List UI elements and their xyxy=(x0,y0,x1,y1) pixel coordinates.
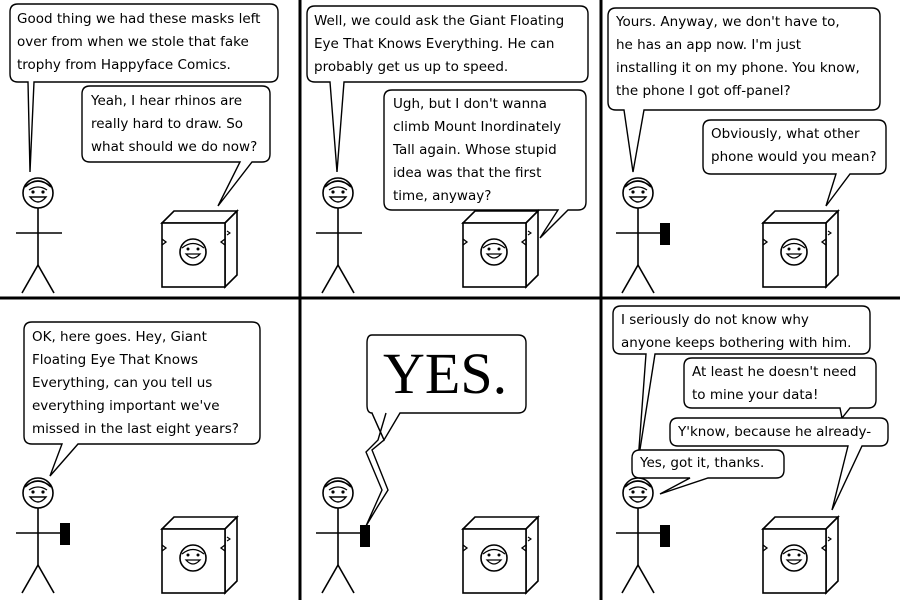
dialogue-text: OK, here goes. Hey, Giant Floating Eye T… xyxy=(32,329,239,437)
stick-figure xyxy=(615,477,663,594)
box-character xyxy=(462,516,539,594)
phone xyxy=(660,223,670,245)
speech-bubble xyxy=(631,449,785,495)
dialogue-text: Yes, got it, thanks. xyxy=(640,455,765,471)
speech-bubble xyxy=(9,3,279,173)
speech-bubble xyxy=(383,89,587,239)
phone xyxy=(360,525,370,547)
dialogue-text: At least he doesn't need to mine your da… xyxy=(692,364,857,403)
speech-bubble xyxy=(81,85,271,207)
panel-6 xyxy=(612,305,889,594)
box-character xyxy=(161,210,238,288)
box-character xyxy=(762,210,839,288)
dialogue-text: Ugh, but I don't wanna climb Mount Inord… xyxy=(393,96,562,204)
dialogue-text: Yours. Anyway, we don't have to, he has … xyxy=(616,14,860,99)
dialogue-text: Good thing we had these masks left over … xyxy=(17,11,261,73)
dialogue-text: Y'know, because he already- xyxy=(678,424,872,440)
panel-1 xyxy=(9,3,279,294)
stick-figure xyxy=(315,477,363,594)
speech-bubble xyxy=(607,7,881,173)
speech-bubble xyxy=(366,334,527,442)
box-character xyxy=(161,516,238,594)
speech-bubble xyxy=(612,305,871,463)
giant-eye-reply: YES. xyxy=(383,341,508,406)
dialogue-text: I seriously do not know why anyone keeps… xyxy=(621,312,852,351)
phone xyxy=(660,525,670,547)
speech-bubble xyxy=(669,417,889,511)
stick-figure xyxy=(15,177,63,294)
speech-bubble xyxy=(683,357,877,420)
dialogue-text: Obviously, what other phone would you me… xyxy=(711,126,877,165)
speech-bubble xyxy=(306,5,589,173)
stick-figure xyxy=(315,177,363,294)
panel-3 xyxy=(607,7,887,294)
speech-bubble xyxy=(702,119,887,207)
panel-2 xyxy=(306,5,589,294)
box-character xyxy=(462,210,539,288)
phone xyxy=(60,523,70,545)
dialogue-text: Yeah, I hear rhinos are really hard to d… xyxy=(91,93,258,155)
speech-bubble xyxy=(23,321,261,477)
stick-figure xyxy=(615,177,663,294)
panel-5 xyxy=(315,334,539,594)
panel-4 xyxy=(15,321,261,594)
stick-figure xyxy=(15,477,63,594)
dialogue-text: Well, we could ask the Giant Floating Ey… xyxy=(314,13,565,75)
box-character xyxy=(762,516,839,594)
